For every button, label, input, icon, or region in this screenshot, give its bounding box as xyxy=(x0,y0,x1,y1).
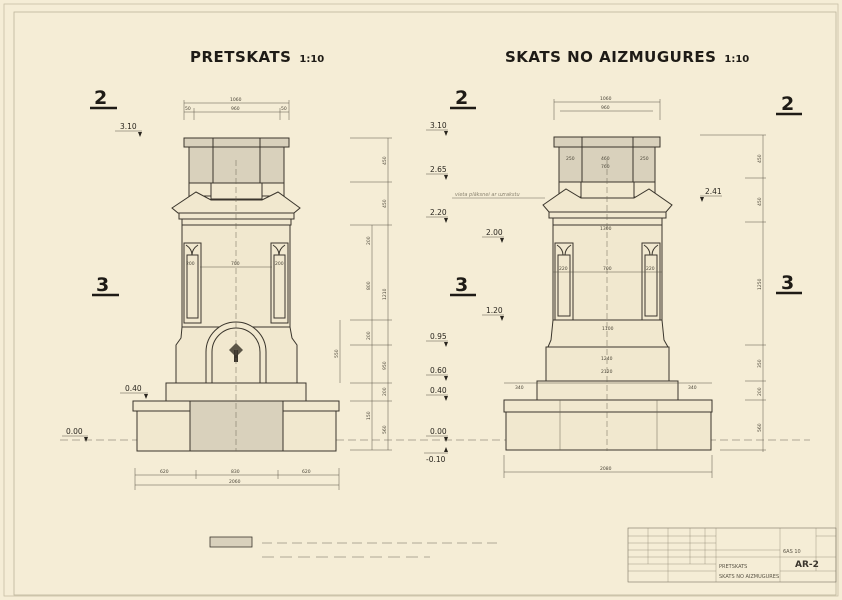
dim-label: 460 xyxy=(601,156,610,162)
dim-label: 50 xyxy=(185,106,191,112)
dim-label: 340 xyxy=(515,385,524,391)
legend-hatch-swatch xyxy=(209,536,253,548)
svg-text:2.00: 2.00 xyxy=(486,228,503,237)
dim-label: 450 xyxy=(382,156,388,165)
dim-label: 950 xyxy=(382,361,388,370)
front-elevation: 1060 960 50 50 700 200 200 620 830 620 2… xyxy=(62,97,392,490)
svg-text:0.40: 0.40 xyxy=(430,386,447,395)
dim-label: 200 xyxy=(366,236,372,245)
plaque-note: vieta plāksnei ar uzrakstu xyxy=(455,192,520,198)
dim-label: 1210 xyxy=(382,288,388,300)
svg-text:0.00: 0.00 xyxy=(66,427,83,436)
dim-label: 1100 xyxy=(602,326,614,332)
dim-label: 250 xyxy=(640,156,649,162)
svg-text:2: 2 xyxy=(455,87,468,109)
svg-text:1.20: 1.20 xyxy=(486,306,503,315)
back-view-scale: 1:10 xyxy=(724,54,749,65)
dim-label: 250 xyxy=(566,156,575,162)
dim-label: 560 xyxy=(382,425,388,434)
dim-label: 550 xyxy=(334,349,340,358)
dim-label: 830 xyxy=(231,469,240,475)
dim-label: 200 xyxy=(366,331,372,340)
dim-label: 340 xyxy=(688,385,697,391)
drawing-number: 6AS 10 xyxy=(783,549,801,555)
sheet-title-1: PRETSKATS xyxy=(719,564,747,570)
sheet-code: AR-2 xyxy=(795,560,819,570)
title-block: 6AS 10 AR-2 PRETSKATS SKATS NO AIZMUGURE… xyxy=(627,527,837,583)
dim-label: 1240 xyxy=(601,356,613,362)
svg-text:2: 2 xyxy=(781,93,794,115)
svg-text:3.10: 3.10 xyxy=(430,121,447,130)
dim-label: 200 xyxy=(275,261,284,267)
dim-label: 620 xyxy=(160,469,169,475)
section-marker-2-left: 2 xyxy=(90,87,117,110)
outer-border xyxy=(3,3,839,597)
dim-label: 450 xyxy=(757,154,763,163)
dim-label: 200 xyxy=(757,387,763,396)
front-view-title: PRETSKATS xyxy=(190,48,291,66)
back-elevation: 1060 960 250 460 250 760 1300 700 220 22… xyxy=(424,96,766,478)
section-marker-2-mid: 2 xyxy=(450,87,476,110)
section-marker-3-mid: 3 xyxy=(450,274,476,297)
dim-label: 760 xyxy=(601,164,610,170)
svg-text:2: 2 xyxy=(94,87,107,109)
level-mark-0-00: 0.00 xyxy=(62,427,88,442)
svg-text:0.60: 0.60 xyxy=(430,366,447,375)
dim-label: 1300 xyxy=(600,226,612,232)
dim-label: 620 xyxy=(302,469,311,475)
level-mark-0-40: 0.40 xyxy=(120,384,148,399)
dim-label: 150 xyxy=(366,411,372,420)
dim-label: 50 xyxy=(281,106,287,112)
svg-text:-0.10: -0.10 xyxy=(426,455,446,464)
dim-label: 200 xyxy=(382,387,388,396)
svg-text:3: 3 xyxy=(96,274,109,296)
svg-text:0.00: 0.00 xyxy=(430,427,447,436)
svg-text:3: 3 xyxy=(781,272,794,294)
back-view-title: SKATS NO AIZMUGURES xyxy=(505,48,716,66)
dim-label: 450 xyxy=(757,197,763,206)
svg-text:2.20: 2.20 xyxy=(430,208,447,217)
section-marker-3-right: 3 xyxy=(776,272,802,295)
svg-text:0.40: 0.40 xyxy=(125,384,142,393)
svg-text:2.65: 2.65 xyxy=(430,165,447,174)
dim-label: 1060 xyxy=(600,96,612,102)
svg-text:3.10: 3.10 xyxy=(120,122,137,131)
back-levels: 3.10 2.65 2.20 2.00 1.20 0.95 0.60 0.40 … xyxy=(424,121,722,464)
section-marker-2-right: 2 xyxy=(776,93,802,116)
level-mark-3-10: 3.10 xyxy=(115,122,142,137)
dim-label: 220 xyxy=(646,266,655,272)
dim-label: 2060 xyxy=(229,479,241,485)
dim-label: 2080 xyxy=(600,466,612,472)
dim-label: 220 xyxy=(559,266,568,272)
svg-text:0.95: 0.95 xyxy=(430,332,447,341)
dim-label: 1060 xyxy=(230,97,242,103)
sheet-title-2: SKATS NO AIZMUGURES xyxy=(719,574,779,580)
dim-label: 800 xyxy=(366,281,372,290)
dim-label: 960 xyxy=(601,105,610,111)
dim-label: 1250 xyxy=(757,278,763,290)
section-marker-3-left: 3 xyxy=(92,274,119,297)
svg-text:3: 3 xyxy=(455,274,468,296)
dim-label: 2120 xyxy=(601,369,613,375)
dim-label: 700 xyxy=(603,266,612,272)
front-view-scale: 1:10 xyxy=(299,54,324,65)
dim-label: 200 xyxy=(186,261,195,267)
inner-border xyxy=(13,11,837,596)
svg-text:2.41: 2.41 xyxy=(705,187,722,196)
dim-label: 450 xyxy=(382,199,388,208)
dim-label: 560 xyxy=(757,423,763,432)
dim-label: 700 xyxy=(231,261,240,267)
dim-label: 350 xyxy=(757,359,763,368)
dim-label: 960 xyxy=(231,106,240,112)
